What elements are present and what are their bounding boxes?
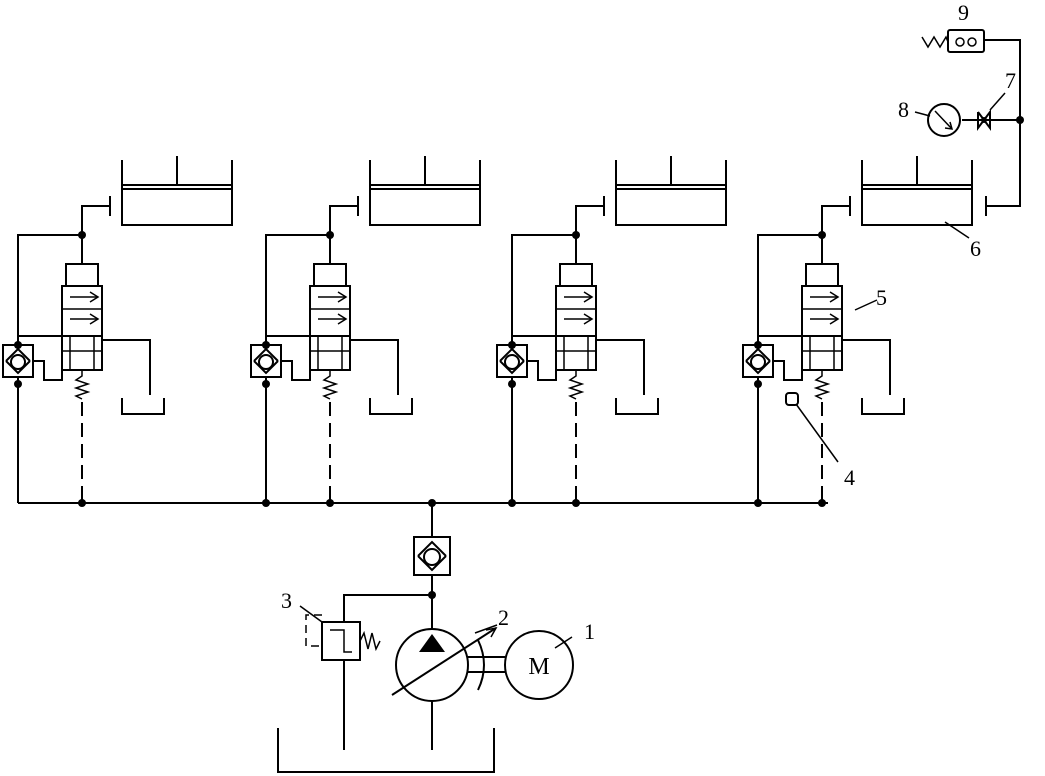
relief-valve [305,614,381,661]
gauge-branch [921,29,1024,216]
pump-station: M [277,503,574,773]
label-6: 6 [970,236,981,261]
label-9: 9 [958,0,969,25]
leader-lines [299,92,1006,649]
hydraulic-cylinder [109,156,233,226]
position-sensor [785,392,839,463]
label-2: 2 [498,605,509,630]
needle-valve [977,109,991,131]
valve-unit-2 [250,155,481,508]
label-1: 1 [584,619,595,644]
pump-check-valve [413,536,451,576]
shaft-coupling [468,639,505,691]
main-manifold [18,499,828,507]
pressure-switch [921,29,985,53]
label-3: 3 [281,588,292,613]
variable-pump [391,626,498,702]
solenoid-valve [61,263,103,400]
valve-unit-4 [742,155,973,508]
label-7: 7 [1005,68,1016,93]
electric-motor: M [504,630,574,700]
label-4: 4 [844,465,855,490]
label-5: 5 [876,285,887,310]
label-8: 8 [898,97,909,122]
tank [121,398,165,415]
reservoir [277,728,495,773]
valve-unit-3 [496,155,727,508]
pressure-gauge [927,103,961,137]
motor-symbol: M [528,654,549,680]
valve-unit [2,156,233,507]
check-valve [2,344,34,378]
